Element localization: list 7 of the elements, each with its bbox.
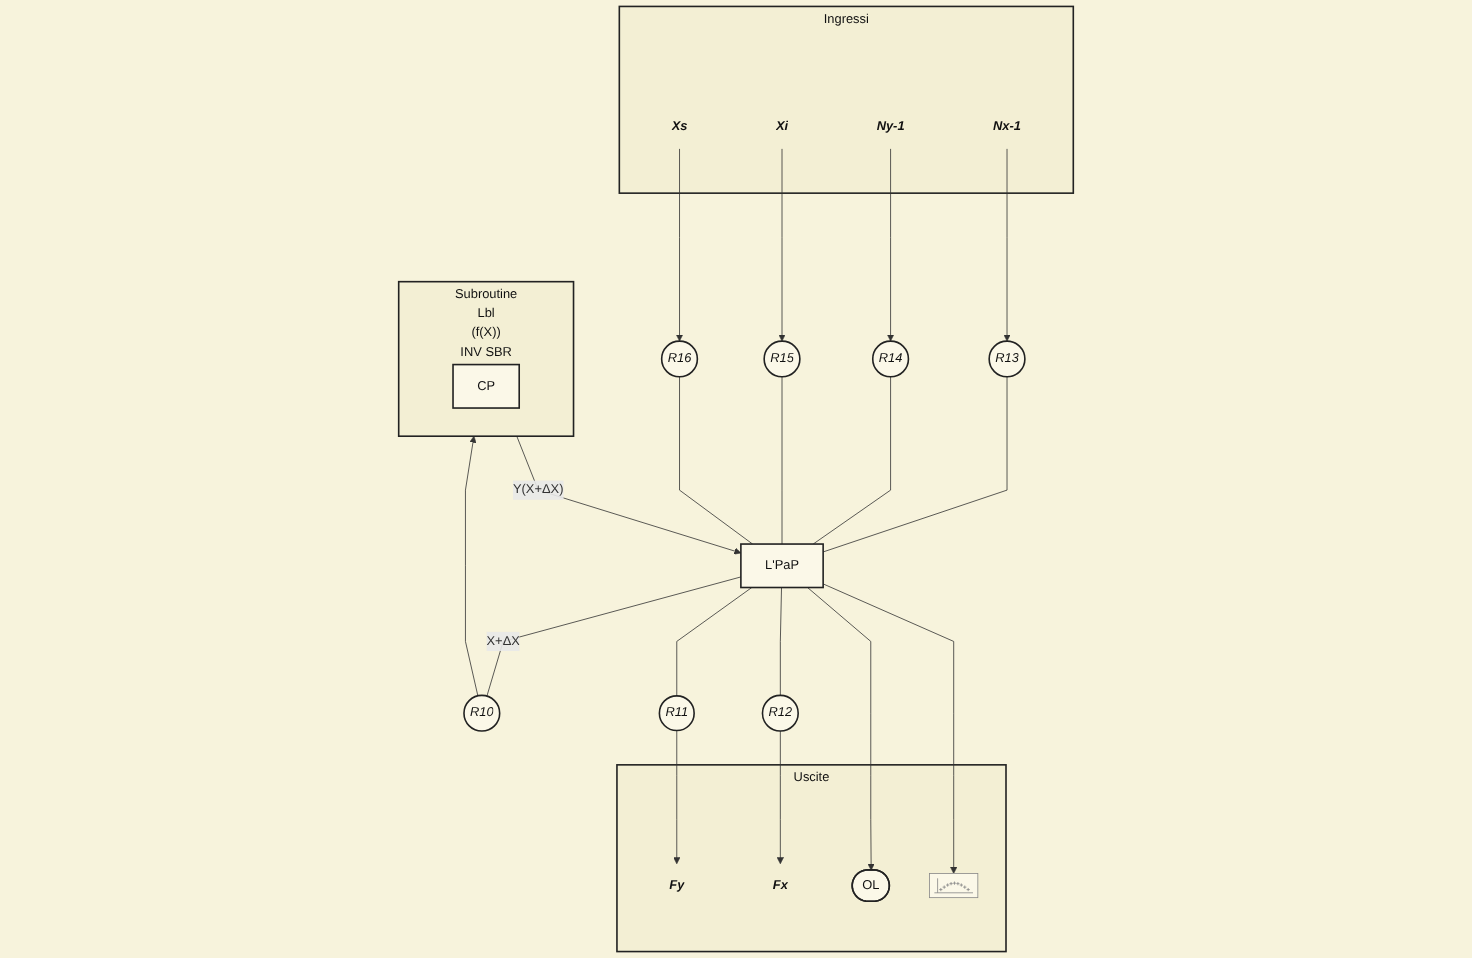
- connector: [822, 376, 1008, 553]
- connector: [781, 376, 783, 545]
- connector: [779, 587, 782, 696]
- connector: [486, 576, 742, 697]
- connector: [676, 587, 753, 697]
- connector: [679, 376, 753, 545]
- connector: [812, 376, 891, 545]
